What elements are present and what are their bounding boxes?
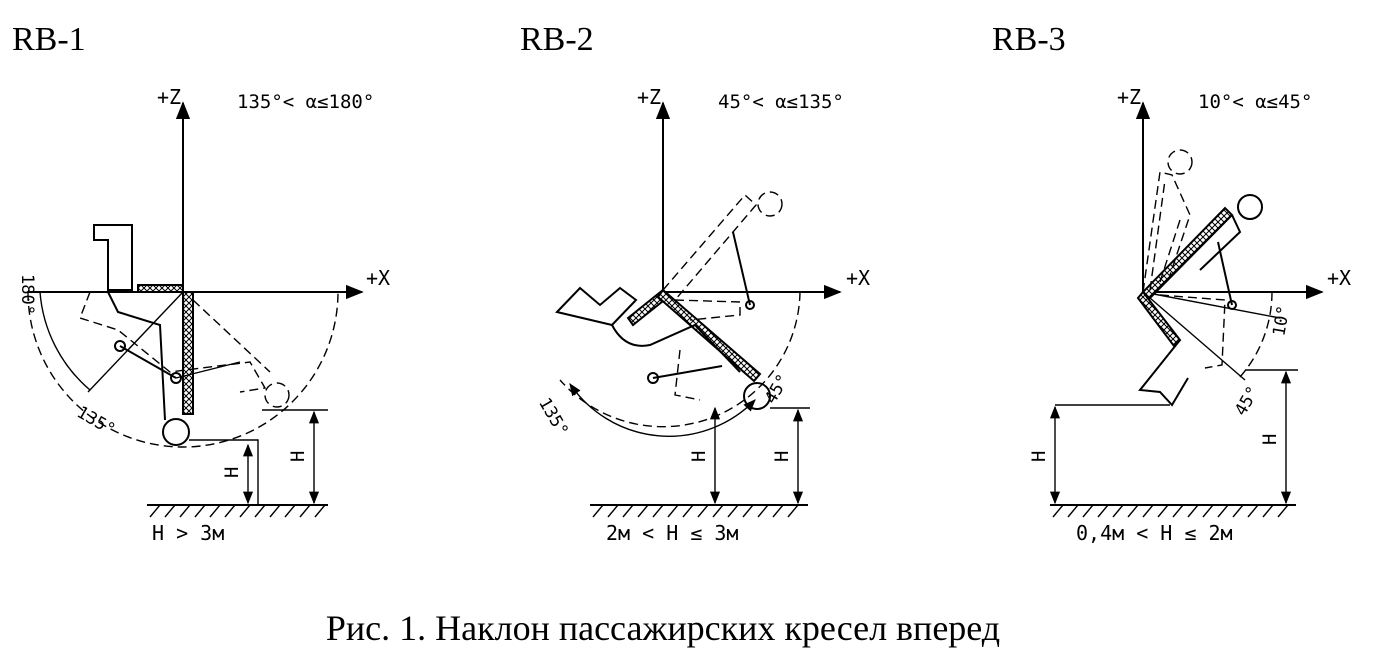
angle-ray-45 [1142, 291, 1246, 381]
height-condition: 0,4м < H ≤ 2м [1076, 521, 1233, 545]
panel-rb1: RB-1 +Z +X 135°< α≤180° 180° 135° H [12, 21, 390, 545]
angle-label-180: 180° [17, 274, 37, 315]
seat-dashed-back [662, 193, 757, 301]
seat-panel [656, 288, 762, 383]
angle-arc [39, 291, 91, 391]
alpha-range-label: 10°< α≤45° [1198, 91, 1312, 113]
ground-hatching [592, 504, 799, 518]
seat-leg [1138, 339, 1189, 407]
x-axis-label: +X [846, 266, 870, 290]
seat-dashed-back [192, 299, 271, 373]
seat-dashed-cushion [674, 299, 741, 321]
seat-body-outline [107, 291, 166, 421]
ground-hatching [149, 504, 326, 518]
support-rod [1217, 241, 1233, 306]
x-axis-label: +X [366, 266, 390, 290]
pivot-joint [170, 372, 182, 384]
angle-label-135: 135° [73, 403, 118, 441]
seat-dashed-leg [674, 349, 701, 401]
seat-back [93, 224, 133, 291]
headrest [743, 382, 771, 410]
angle-label-45: 45° [1231, 383, 1264, 420]
support-rod-dashed [175, 361, 241, 379]
panel-rb3: RB-3 +Z +X 10°< α≤45° 10° 45° H H 0,4 [992, 21, 1351, 545]
support-rod-dashed [732, 231, 751, 306]
headrest [162, 418, 190, 446]
panel-title: RB-2 [520, 21, 594, 58]
support-rod [652, 365, 723, 379]
height-symbol: H [771, 451, 793, 462]
seat-dashed-back [1142, 171, 1191, 293]
panel-title: RB-3 [992, 21, 1066, 58]
support-rod [119, 345, 177, 379]
seat-back [555, 286, 638, 327]
seat-back-outline [1199, 214, 1242, 271]
rotation-arc [1239, 291, 1273, 378]
z-axis-label: +Z [637, 85, 661, 109]
z-axis-label: +Z [1117, 85, 1141, 109]
angle-label-135: 135° [534, 394, 572, 439]
pivot-joint [114, 340, 126, 352]
angle-ray-10 [1142, 291, 1281, 319]
headrest [1237, 194, 1263, 220]
height-symbol: H [688, 451, 710, 462]
headrest-dashed [1167, 149, 1193, 175]
seat-dashed-position [79, 291, 267, 393]
height-condition: 2м < H ≤ 3м [606, 521, 738, 545]
angle-label-45: 45° [761, 371, 794, 408]
floor-step [189, 439, 259, 505]
z-axis-label: +Z [157, 85, 181, 109]
ground-hatching [1052, 504, 1289, 518]
alpha-range-label: 135°< α≤180° [237, 91, 374, 113]
panel-rb2: RB-2 +Z +X 45°< α≤135° 135° 45° H H [520, 21, 870, 545]
angle-label-10: 10° [1269, 304, 1294, 338]
panel-title: RB-1 [12, 21, 86, 58]
headrest-dashed [757, 191, 783, 217]
figure-caption: Рис. 1. Наклон пассажирских кресел впере… [326, 608, 1000, 648]
seat-cushion [137, 284, 184, 293]
pivot-joint [1227, 300, 1237, 310]
height-symbol: H [287, 451, 309, 462]
height-symbol: H [221, 467, 243, 478]
seat-body-outline [611, 323, 741, 373]
angle-ray [87, 291, 184, 393]
seat-dashed-back-inner [1149, 179, 1181, 291]
seat-panel [182, 291, 194, 415]
x-axis-label: +X [1327, 266, 1351, 290]
rotation-arc [27, 291, 339, 448]
alpha-range-label: 45°< α≤135° [718, 91, 844, 113]
height-symbol: H [1028, 451, 1050, 462]
height-condition: H > 3м [152, 521, 224, 545]
angle-arc [569, 382, 756, 437]
pivot-joint [745, 300, 755, 310]
height-symbol: H [1259, 434, 1281, 445]
seat-dashed-cushion [1159, 294, 1226, 369]
headrest-dashed [264, 382, 290, 408]
